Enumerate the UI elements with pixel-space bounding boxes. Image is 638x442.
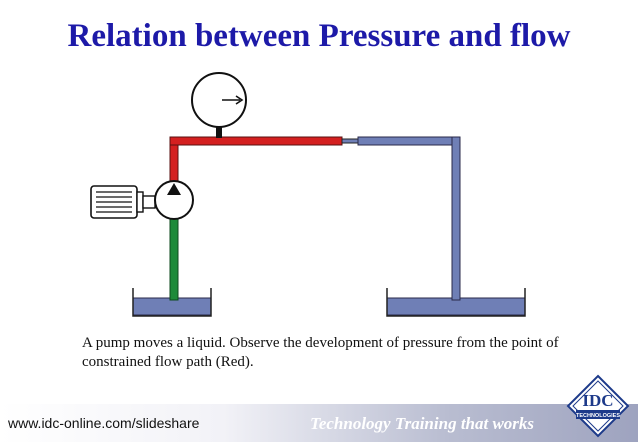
pressure-gauge <box>191 72 247 138</box>
footer-tagline: Technology Training that works <box>310 414 535 433</box>
logo-text: IDC <box>582 391 613 410</box>
idc-logo: IDC TECHNOLOGIES <box>566 374 630 438</box>
left-tank-outline <box>132 288 212 317</box>
footer-url[interactable]: www.idc-online.com/slideshare <box>8 415 200 431</box>
pump <box>154 180 194 220</box>
logo-band <box>576 410 620 419</box>
pump-body <box>154 180 194 220</box>
gauge-needle-arrowhead <box>235 95 244 105</box>
right-tank-liquid <box>386 297 526 316</box>
return-line <box>357 136 461 301</box>
return-line-down <box>451 136 461 301</box>
motor-end-cap <box>136 191 144 213</box>
flow-restriction <box>341 138 359 144</box>
diagram-caption: A pump moves a liquid. Observe the devel… <box>82 335 559 370</box>
gauge-stem <box>216 122 222 138</box>
suction-line <box>169 213 179 301</box>
left-tank-liquid <box>132 297 212 316</box>
slide-title: Relation between Pressure and flow <box>67 18 571 54</box>
right-tank <box>386 288 526 317</box>
return-line-horizontal <box>357 136 461 146</box>
gauge-dial <box>191 72 247 128</box>
right-tank-outline <box>386 288 526 317</box>
pump-direction-arrow-icon <box>167 183 181 195</box>
logo-subtext: TECHNOLOGIES <box>576 413 620 419</box>
electric-motor <box>90 185 156 219</box>
motor-coupling <box>142 195 156 209</box>
pressure-line-horizontal <box>169 136 343 146</box>
pressure-line <box>169 136 343 185</box>
footer-bar: www.idc-online.com/slideshare Technology… <box>0 404 638 442</box>
